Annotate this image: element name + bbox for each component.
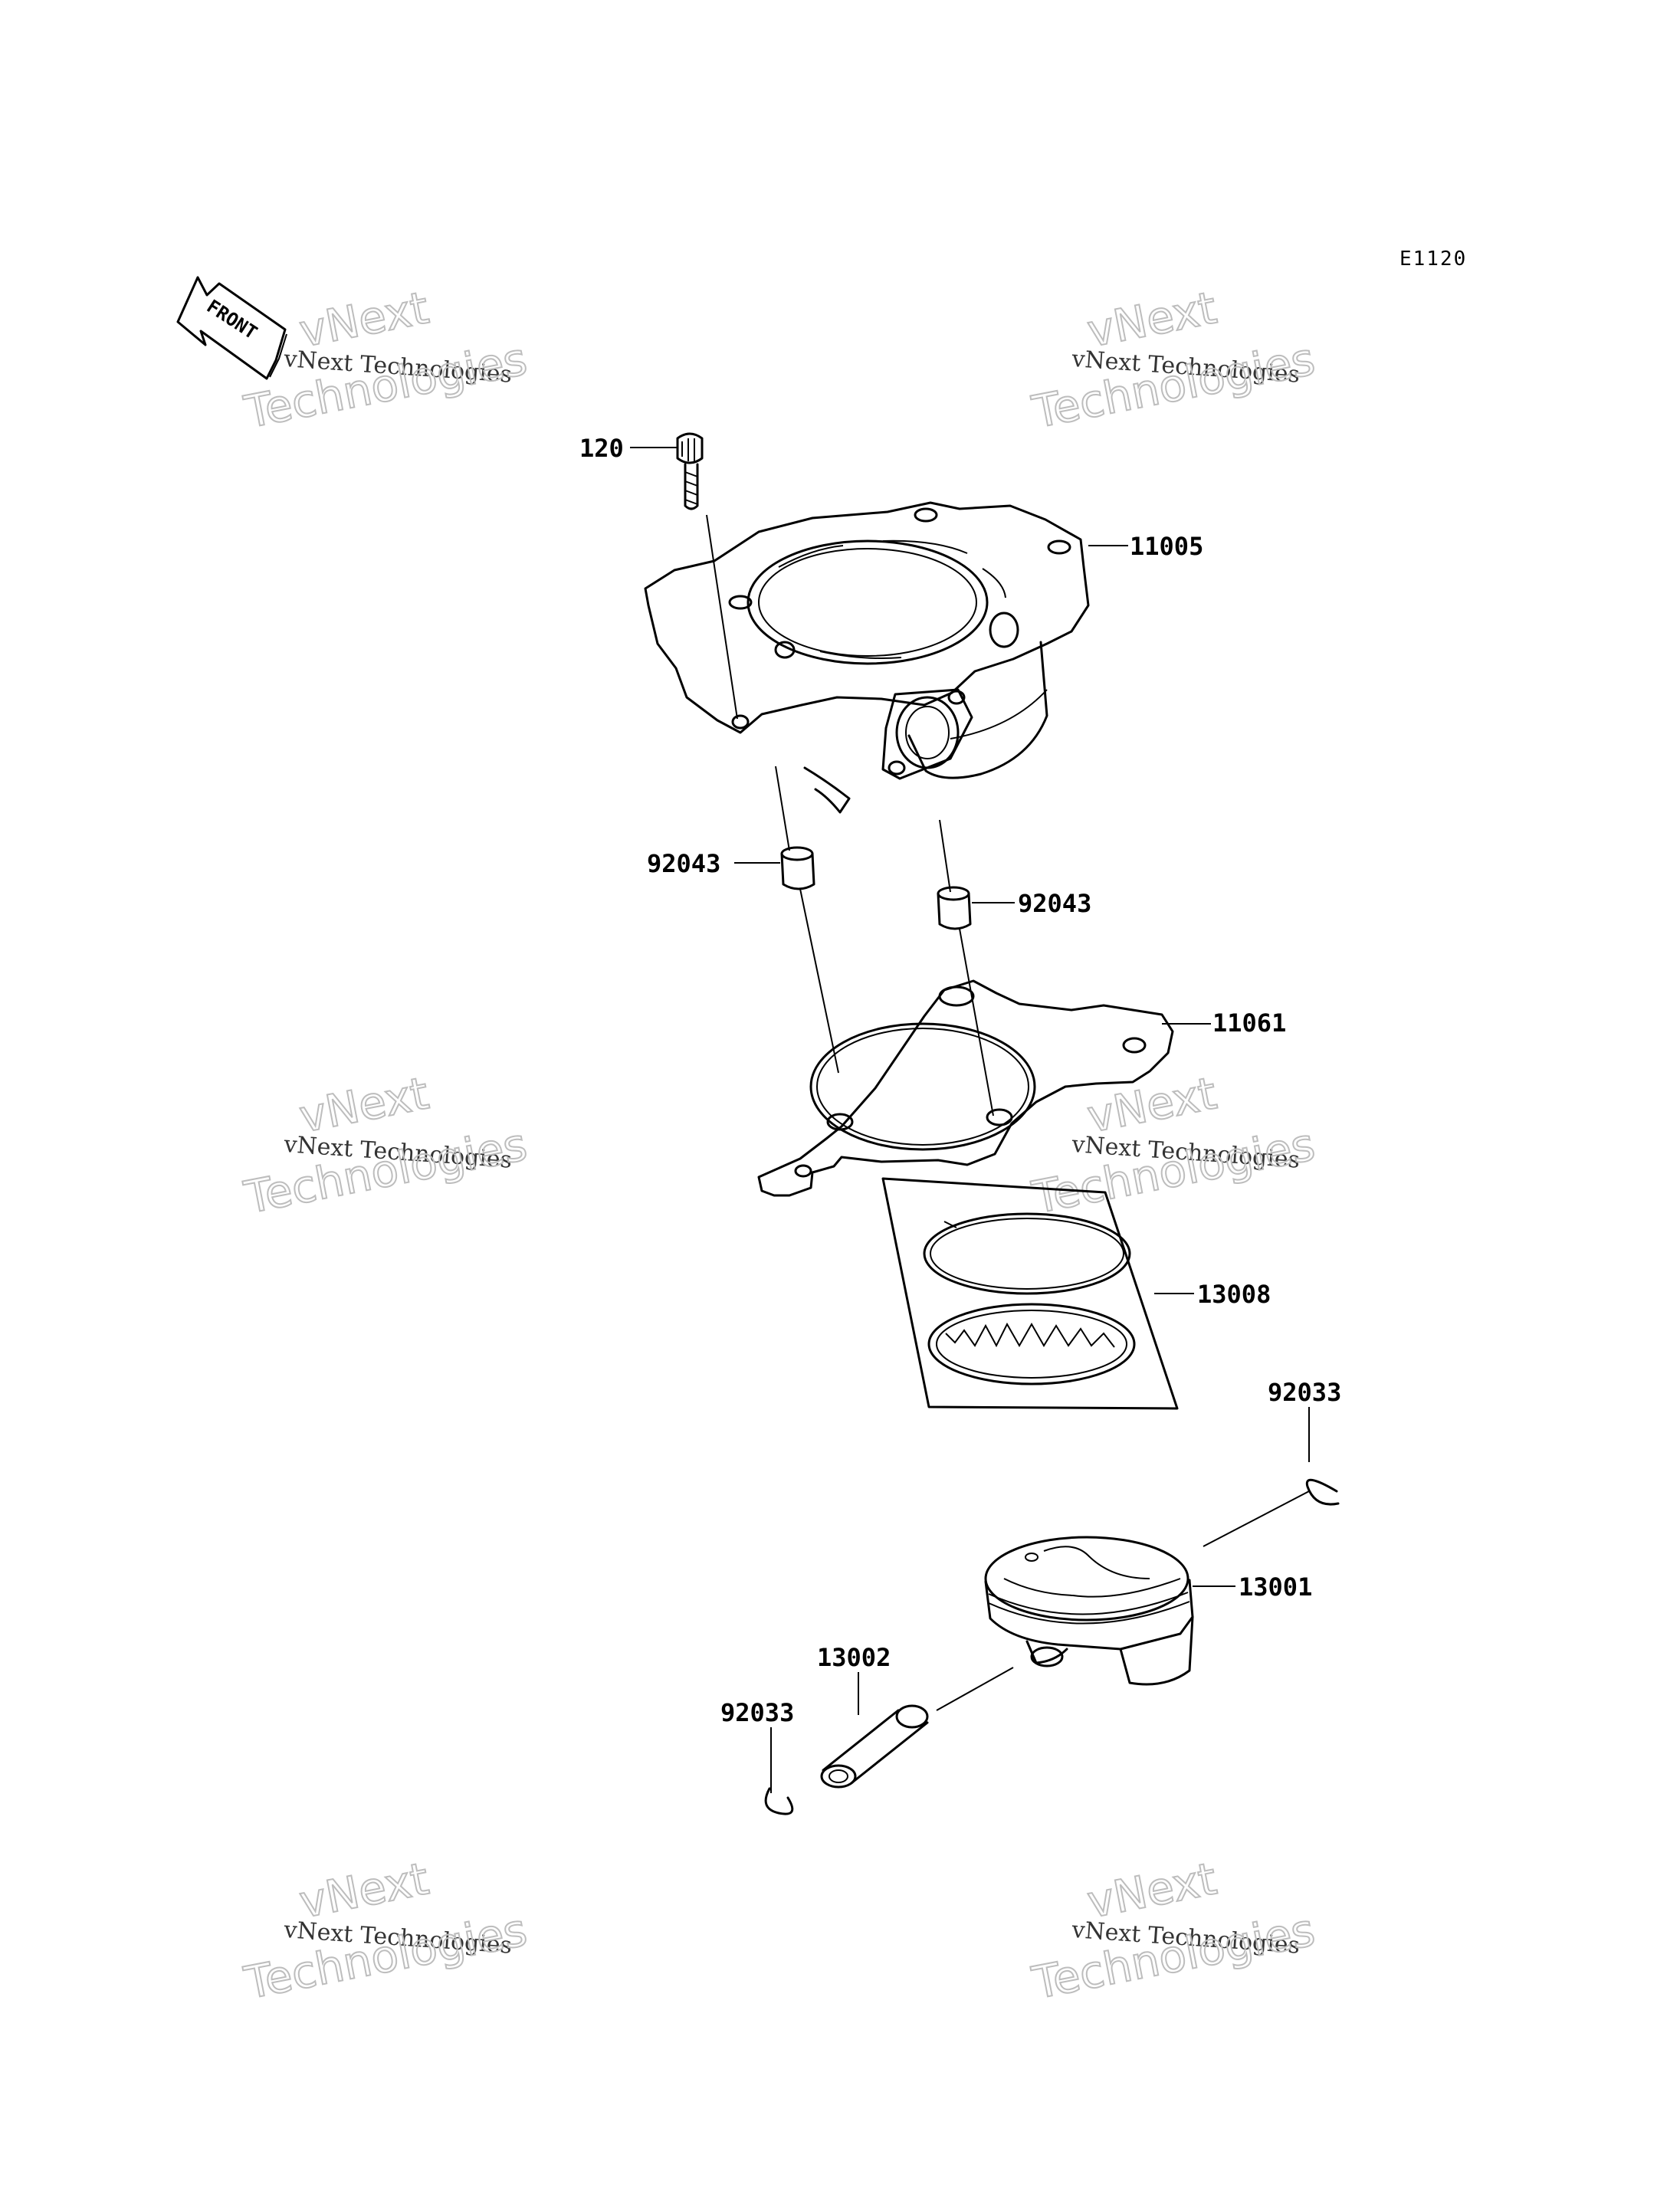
watermark-big-bottom: Technologies bbox=[1028, 333, 1319, 438]
watermark-big-top: vNext bbox=[295, 1852, 432, 1928]
watermark-big-top: vNext bbox=[295, 281, 432, 357]
watermark: vNext Technologies vNext Technologies bbox=[1027, 1851, 1320, 2010]
watermark: vNext Technologies vNext Technologies bbox=[239, 1851, 532, 2010]
guide-left-dowel bbox=[775, 766, 790, 851]
piston-pin-13002[interactable] bbox=[820, 1704, 929, 1789]
diagram-code: E1120 bbox=[1399, 248, 1467, 271]
label-13002[interactable]: 13002 bbox=[817, 1643, 891, 1672]
watermark-big-bottom: Technologies bbox=[240, 1904, 531, 2009]
dowel-pin-92043-left[interactable] bbox=[780, 846, 815, 890]
label-13001[interactable]: 13001 bbox=[1239, 1572, 1312, 1602]
watermark: vNext Technologies vNext Technologies bbox=[1027, 1066, 1320, 1225]
watermark-big-bottom: Technologies bbox=[240, 333, 531, 438]
bolt-120[interactable] bbox=[676, 432, 704, 510]
gasket-11061[interactable] bbox=[757, 979, 1174, 1197]
label-120[interactable]: 120 bbox=[579, 434, 624, 463]
watermark-big-bottom: Technologies bbox=[240, 1118, 531, 1224]
watermark: vNext Technologies vNext Technologies bbox=[239, 1066, 532, 1225]
guide-left-gasket bbox=[799, 888, 839, 1074]
watermark-big-top: vNext bbox=[1083, 281, 1220, 357]
label-92033-right[interactable]: 92033 bbox=[1268, 1378, 1341, 1407]
piston-13001[interactable] bbox=[984, 1536, 1194, 1686]
circlip-92033-right[interactable] bbox=[1305, 1478, 1340, 1506]
guide-piston-pin bbox=[936, 1667, 1014, 1711]
circlip-92033-left[interactable] bbox=[764, 1787, 794, 1815]
watermark-big-top: vNext bbox=[1083, 1852, 1220, 1928]
watermark-big-bottom: Technologies bbox=[1028, 1904, 1319, 2009]
label-92043-right[interactable]: 92043 bbox=[1018, 889, 1091, 918]
label-11005[interactable]: 11005 bbox=[1130, 532, 1203, 561]
front-label: FRONT bbox=[203, 296, 261, 344]
watermark-big-top: vNext bbox=[295, 1067, 432, 1143]
guide-bolt bbox=[706, 514, 738, 720]
watermark: vNext Technologies vNext Technologies bbox=[239, 280, 532, 439]
guide-right-dowel bbox=[939, 819, 951, 893]
label-92043-left[interactable]: 92043 bbox=[647, 849, 720, 878]
cylinder-11005[interactable] bbox=[644, 501, 1090, 814]
watermark: vNext Technologies vNext Technologies bbox=[1027, 280, 1320, 439]
front-arrow-icon: FRONT bbox=[176, 276, 287, 380]
dowel-pin-92043-right[interactable] bbox=[937, 886, 972, 930]
label-11061[interactable]: 11061 bbox=[1212, 1008, 1286, 1038]
guide-circlip-right bbox=[1203, 1490, 1310, 1547]
piston-ring-set-13008[interactable] bbox=[881, 1177, 1179, 1410]
label-13008[interactable]: 13008 bbox=[1197, 1280, 1271, 1309]
label-92033-left[interactable]: 92033 bbox=[720, 1698, 794, 1727]
guide-right-gasket bbox=[959, 928, 994, 1117]
watermark-big-bottom: Technologies bbox=[1028, 1118, 1319, 1224]
watermark-big-top: vNext bbox=[1083, 1067, 1220, 1143]
